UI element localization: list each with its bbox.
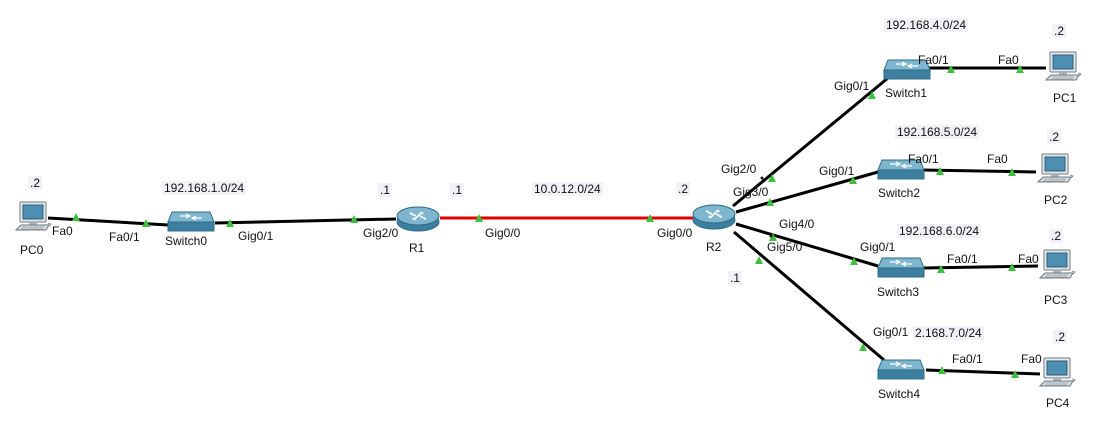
port-label-r2-gig40: Gig4/0: [779, 217, 815, 231]
port-up-indicator: [1008, 168, 1016, 176]
port-up-indicator: [769, 233, 777, 241]
link-switch4-pc4[interactable]: [925, 368, 1041, 376]
device-label-pc2: PC2: [1044, 193, 1068, 207]
port-up-indicator: [755, 256, 763, 264]
port-label-sw1-fa01: Fa0/1: [918, 53, 949, 67]
port-up-indicator: [868, 91, 876, 99]
link-r2-switch4[interactable]: [733, 230, 885, 362]
pc-icon[interactable]: [1045, 51, 1082, 81]
port-label-sw4-fa01: Fa0/1: [952, 352, 983, 366]
port-label-r2-gig00: Gig0/0: [657, 226, 693, 240]
port-up-indicator: [1011, 370, 1019, 378]
device-label-r1: R1: [409, 241, 425, 255]
pc-icon[interactable]: [15, 201, 52, 231]
port-label-pc4-fa0: Fa0: [1021, 352, 1042, 366]
port-label-pc3-fa0: Fa0: [1018, 252, 1039, 266]
links: [47, 66, 1046, 376]
port-label-r1-gig00: Gig0/0: [485, 226, 521, 240]
pc-icon[interactable]: [1037, 153, 1074, 183]
port-up-indicator: [646, 214, 654, 222]
device-label-pc3: PC3: [1044, 293, 1068, 307]
port-label-sw3-gig01: Gig0/1: [860, 240, 896, 254]
port-label-r2-gig50: Gig5/0: [767, 240, 803, 254]
host-label-pc4: .2: [1053, 330, 1068, 344]
port-up-indicator: [1016, 65, 1024, 73]
port-up-indicator: [350, 215, 358, 223]
port-up-indicator: [1008, 263, 1016, 271]
switch-icon[interactable]: [877, 257, 925, 278]
port-label-pc1-fa0: Fa0: [998, 53, 1019, 67]
port-up-indicator: [72, 213, 80, 221]
host-label-pc3: .2: [1049, 229, 1064, 243]
port-up-indicator: [947, 65, 955, 73]
port-up-indicator: [226, 219, 234, 227]
port-label-sw2-fa01: Fa0/1: [908, 152, 939, 166]
port-up-indicator: [937, 265, 945, 273]
port-status-indicators: [72, 65, 1024, 378]
port-label-sw2-gig01: Gig0/1: [819, 164, 855, 178]
port-up-indicator: [142, 219, 150, 227]
link-switch0-r1[interactable]: [214, 217, 397, 225]
host-label-pc0: .2: [28, 176, 43, 190]
device-label-switch0: Switch0: [165, 234, 208, 248]
pc-icon[interactable]: [1039, 357, 1076, 387]
port-label-pc2-fa0: Fa0: [987, 152, 1008, 166]
port-up-indicator: [475, 214, 483, 222]
router-icon[interactable]: [396, 206, 440, 232]
network-label-lan1: 192.168.1.0/24: [162, 181, 247, 195]
device-label-switch3: Switch3: [877, 285, 920, 299]
switch-icon[interactable]: [167, 211, 215, 232]
port-link-dots: [760, 176, 773, 238]
host-label-r1-wan: .1: [450, 183, 465, 197]
link-switch3-pc3[interactable]: [923, 264, 1039, 270]
port-up-indicator: [849, 176, 857, 184]
host-label-pc1: .2: [1052, 24, 1067, 38]
port-up-indicator: [938, 366, 946, 374]
port-label-sw1-gig01: Gig0/1: [834, 79, 870, 93]
network-label-lan7: 2.168.7.0/24: [913, 326, 984, 340]
port-label-sw4-gig01: Gig0/1: [873, 325, 909, 339]
port-up-indicator: [936, 167, 944, 175]
port-label-pc0-fa0: Fa0: [52, 224, 73, 238]
device-label-pc4: PC4: [1046, 396, 1070, 410]
network-label-lan4: 192.168.4.0/24: [884, 18, 969, 32]
port-label-r2-gig30: Gig3/0: [733, 185, 769, 199]
device-label-pc0: PC0: [20, 243, 44, 257]
network-label-lan6: 192.168.6.0/24: [897, 224, 982, 238]
port-label-sw3-fa01: Fa0/1: [947, 252, 978, 266]
network-label-lan5: 192.168.5.0/24: [895, 125, 980, 139]
router-icon[interactable]: [692, 204, 736, 230]
device-label-switch2: Switch2: [878, 186, 921, 200]
device-label-switch1: Switch1: [885, 86, 928, 100]
link-r2-switch1[interactable]: [732, 76, 889, 208]
host-label-r1-lan: .1: [378, 183, 393, 197]
port-label-sw0-gig01: Gig0/1: [238, 229, 274, 243]
host-label-r2-lan: .1: [728, 271, 743, 285]
port-up-indicator: [859, 343, 867, 351]
host-label-r2-wan: .2: [676, 182, 691, 196]
host-label-pc2: .2: [1047, 130, 1062, 144]
network-label-wan: 10.0.12.0/24: [532, 182, 603, 196]
device-label-switch4: Switch4: [878, 387, 921, 401]
switch-icon[interactable]: [877, 359, 925, 380]
device-label-r2: R2: [706, 240, 722, 254]
port-label-r2-gig20: Gig2/0: [721, 162, 757, 176]
port-up-indicator: [850, 257, 858, 265]
port-up-indicator: [768, 174, 776, 182]
device-label-pc1: PC1: [1053, 91, 1077, 105]
port-label-sw0-fa01: Fa0/1: [109, 230, 140, 244]
port-up-indicator: [766, 198, 774, 206]
port-label-r1-gig20: Gig2/0: [363, 226, 399, 240]
pc-icon[interactable]: [1039, 249, 1076, 279]
